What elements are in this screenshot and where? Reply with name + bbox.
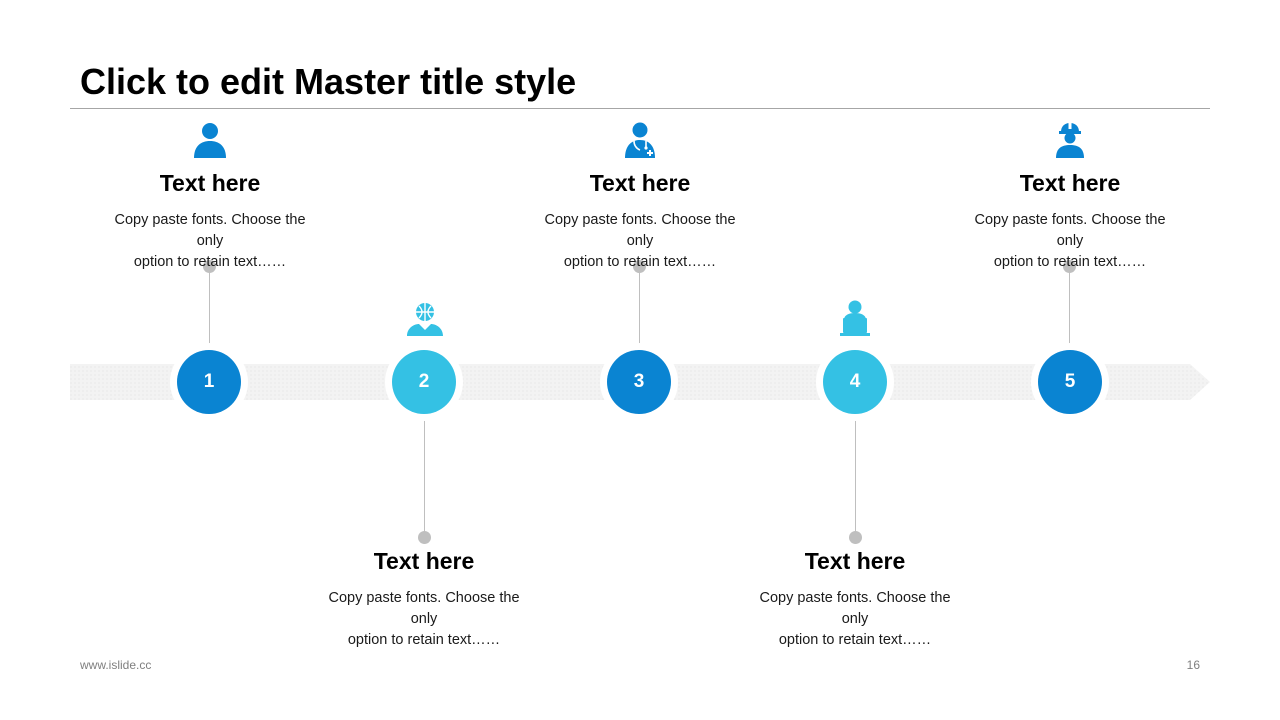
step-number-badge: 2 xyxy=(392,350,456,414)
connector-dot xyxy=(633,260,646,273)
title-divider xyxy=(70,108,1210,109)
doctor-icon xyxy=(620,120,660,160)
worker-icon xyxy=(1050,120,1090,160)
connector-line xyxy=(855,414,856,532)
laptop-user-icon xyxy=(835,298,875,338)
connector-dot xyxy=(203,260,216,273)
step-description: Copy paste fonts. Choose the only option… xyxy=(759,590,951,648)
step-description: Copy paste fonts. Choose the only option… xyxy=(114,212,306,270)
connector-dot xyxy=(418,531,431,544)
step-heading: Text here xyxy=(373,548,475,574)
globe-user-icon xyxy=(405,300,445,340)
slide-title: Click to edit Master title style xyxy=(80,61,577,102)
step-number-badge: 4 xyxy=(823,350,887,414)
footer-url[interactable]: www.islide.cc xyxy=(80,658,152,672)
step-heading: Text here xyxy=(1019,170,1121,196)
connector-line xyxy=(209,270,210,352)
connector-line xyxy=(639,270,640,352)
step-heading: Text here xyxy=(159,170,261,196)
step-heading: Text here xyxy=(589,170,691,196)
user-icon xyxy=(190,120,230,160)
connector-dot xyxy=(1063,260,1076,273)
step-number-badge: 1 xyxy=(177,350,241,414)
step-number-badge: 5 xyxy=(1038,350,1102,414)
page-number: 16 xyxy=(1186,658,1200,672)
connector-dot xyxy=(849,531,862,544)
connector-line xyxy=(1069,270,1070,352)
step-description: Copy paste fonts. Choose the only option… xyxy=(974,212,1166,270)
step-number-badge: 3 xyxy=(607,350,671,414)
step-heading: Text here xyxy=(804,548,906,574)
connector-line xyxy=(424,414,425,532)
step-description: Copy paste fonts. Choose the only option… xyxy=(328,590,520,648)
step-description: Copy paste fonts. Choose the only option… xyxy=(544,212,736,270)
